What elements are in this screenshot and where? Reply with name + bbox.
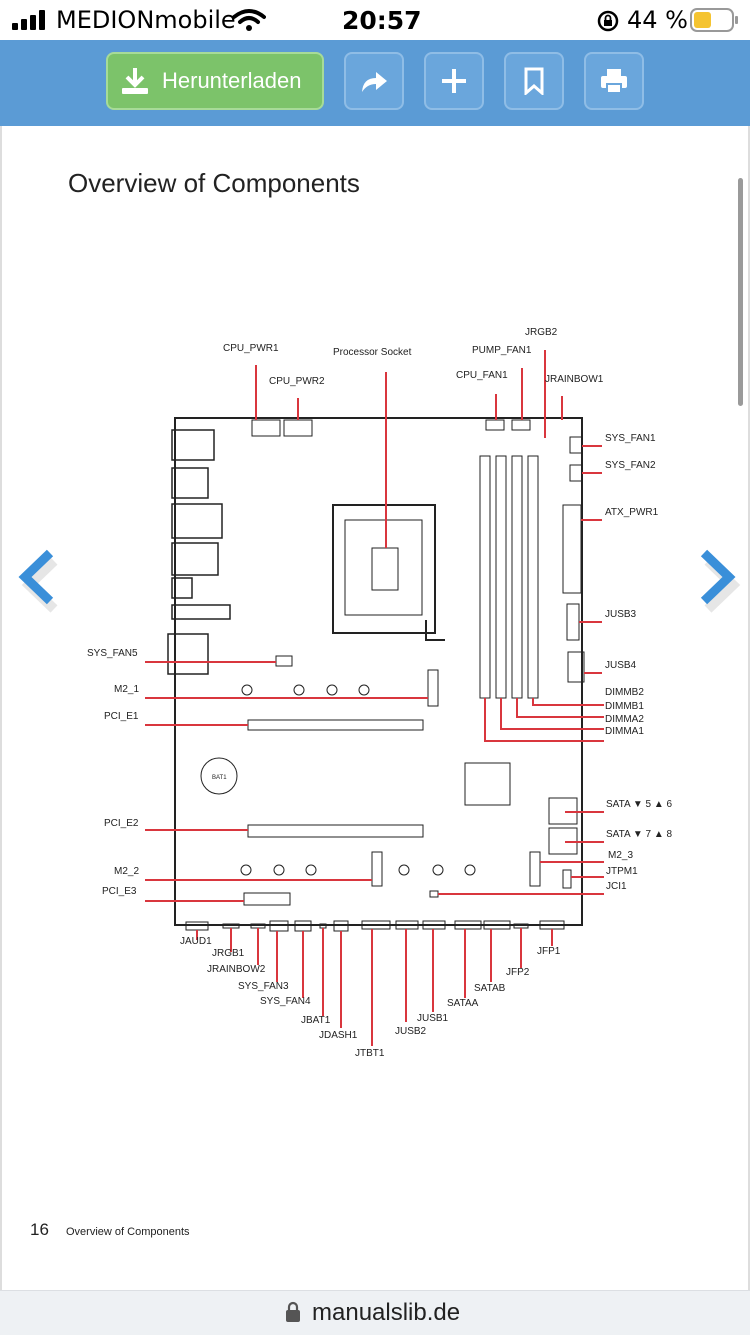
- page-url: manualslib.de: [312, 1299, 461, 1326]
- signal-icon: [12, 10, 45, 30]
- pci-e1-label: PCI_E1: [104, 711, 139, 722]
- bat1-label: BAT1: [212, 775, 227, 781]
- browser-address-bar[interactable]: manualslib.de: [0, 1290, 750, 1335]
- jusb4-label: JUSB4: [605, 660, 637, 671]
- jrgb2-label: JRGB2: [525, 327, 558, 338]
- status-bar: MEDIONmobile 20:57 44 %: [0, 0, 750, 40]
- page-footer: Overview of Components: [66, 1226, 190, 1238]
- sys-fan2-label: SYS_FAN2: [605, 460, 656, 471]
- bookmark-button[interactable]: [504, 52, 564, 110]
- jci1-label: JCI1: [606, 881, 627, 892]
- jtbt1-label: JTBT1: [355, 1048, 385, 1059]
- pci-e3-label: PCI_E3: [102, 886, 137, 897]
- sataa-label: SATAA: [447, 998, 479, 1009]
- jrainbow2-label: JRAINBOW2: [207, 964, 266, 975]
- sys-fan3-label: SYS_FAN3: [238, 981, 289, 992]
- scrollbar-thumb[interactable]: [738, 178, 743, 406]
- page-number: 16: [30, 1220, 49, 1239]
- jbat1-label: JBAT1: [301, 1015, 331, 1026]
- satab-label: SATAB: [474, 983, 506, 994]
- dimma1-label: DIMMA1: [605, 726, 644, 737]
- jfp2-label: JFP2: [506, 967, 530, 978]
- jusb3-label: JUSB3: [605, 609, 637, 620]
- rotation-lock-icon: [597, 10, 619, 32]
- previous-page-arrow-icon[interactable]: [10, 545, 60, 615]
- sys-fan5-label: SYS_FAN5: [87, 648, 138, 659]
- wifi-icon: [232, 9, 266, 31]
- pci-e2-label: PCI_E2: [104, 818, 139, 829]
- sata78-label: SATA ▼ 7 ▲ 8: [606, 829, 673, 840]
- dimmb1-label: DIMMB1: [605, 701, 644, 712]
- pump-fan1-label: PUMP_FAN1: [472, 345, 532, 356]
- battery-icon: [690, 8, 738, 32]
- download-icon: [122, 68, 148, 94]
- clock: 20:57: [342, 6, 422, 35]
- jdash1-label: JDASH1: [319, 1030, 358, 1041]
- jtpm1-label: JTPM1: [606, 866, 638, 877]
- motherboard-diagram: BAT1: [87, 327, 673, 1059]
- carrier-name: MEDIONmobile: [56, 6, 236, 34]
- download-label: Herunterladen: [162, 68, 302, 93]
- share-button[interactable]: [344, 52, 404, 110]
- jfp1-label: JFP1: [537, 946, 561, 957]
- jrainbow1-label: JRAINBOW1: [545, 374, 604, 385]
- sys-fan4-label: SYS_FAN4: [260, 996, 311, 1007]
- document-toolbar: Herunterladen: [0, 40, 750, 126]
- battery-percentage: 44 %: [627, 6, 688, 34]
- document-page: [0, 126, 750, 1290]
- cpu-fan1-label: CPU_FAN1: [456, 370, 508, 381]
- dimmb2-label: DIMMB2: [605, 687, 644, 698]
- m2-2-label: M2_2: [114, 866, 139, 877]
- jusb1-label: JUSB1: [417, 1013, 449, 1024]
- jrgb1-label: JRGB1: [212, 948, 245, 959]
- plus-icon: [442, 69, 466, 93]
- print-button[interactable]: [584, 52, 644, 110]
- dimma2-label: DIMMA2: [605, 714, 644, 725]
- sata56-label: SATA ▼ 5 ▲ 6: [606, 799, 673, 810]
- sys-fan1-label: SYS_FAN1: [605, 433, 656, 444]
- jusb2-label: JUSB2: [395, 1026, 427, 1037]
- cpu-pwr2-label: CPU_PWR2: [269, 376, 325, 387]
- download-button[interactable]: Herunterladen: [106, 52, 324, 110]
- m2-3-label: M2_3: [608, 850, 633, 861]
- bookmark-icon: [524, 67, 544, 95]
- share-icon: [362, 72, 387, 92]
- atx-pwr1-label: ATX_PWR1: [605, 507, 659, 518]
- lock-icon: [286, 1301, 300, 1322]
- jaud1-label: JAUD1: [180, 936, 212, 947]
- page-title: Overview of Components: [68, 168, 360, 198]
- processor-socket-label: Processor Socket: [333, 347, 412, 358]
- cpu-pwr1-label: CPU_PWR1: [223, 343, 279, 354]
- m2-1-label: M2_1: [114, 684, 139, 695]
- next-page-arrow-icon[interactable]: [694, 545, 744, 615]
- add-button[interactable]: [424, 52, 484, 110]
- printer-icon: [601, 69, 627, 94]
